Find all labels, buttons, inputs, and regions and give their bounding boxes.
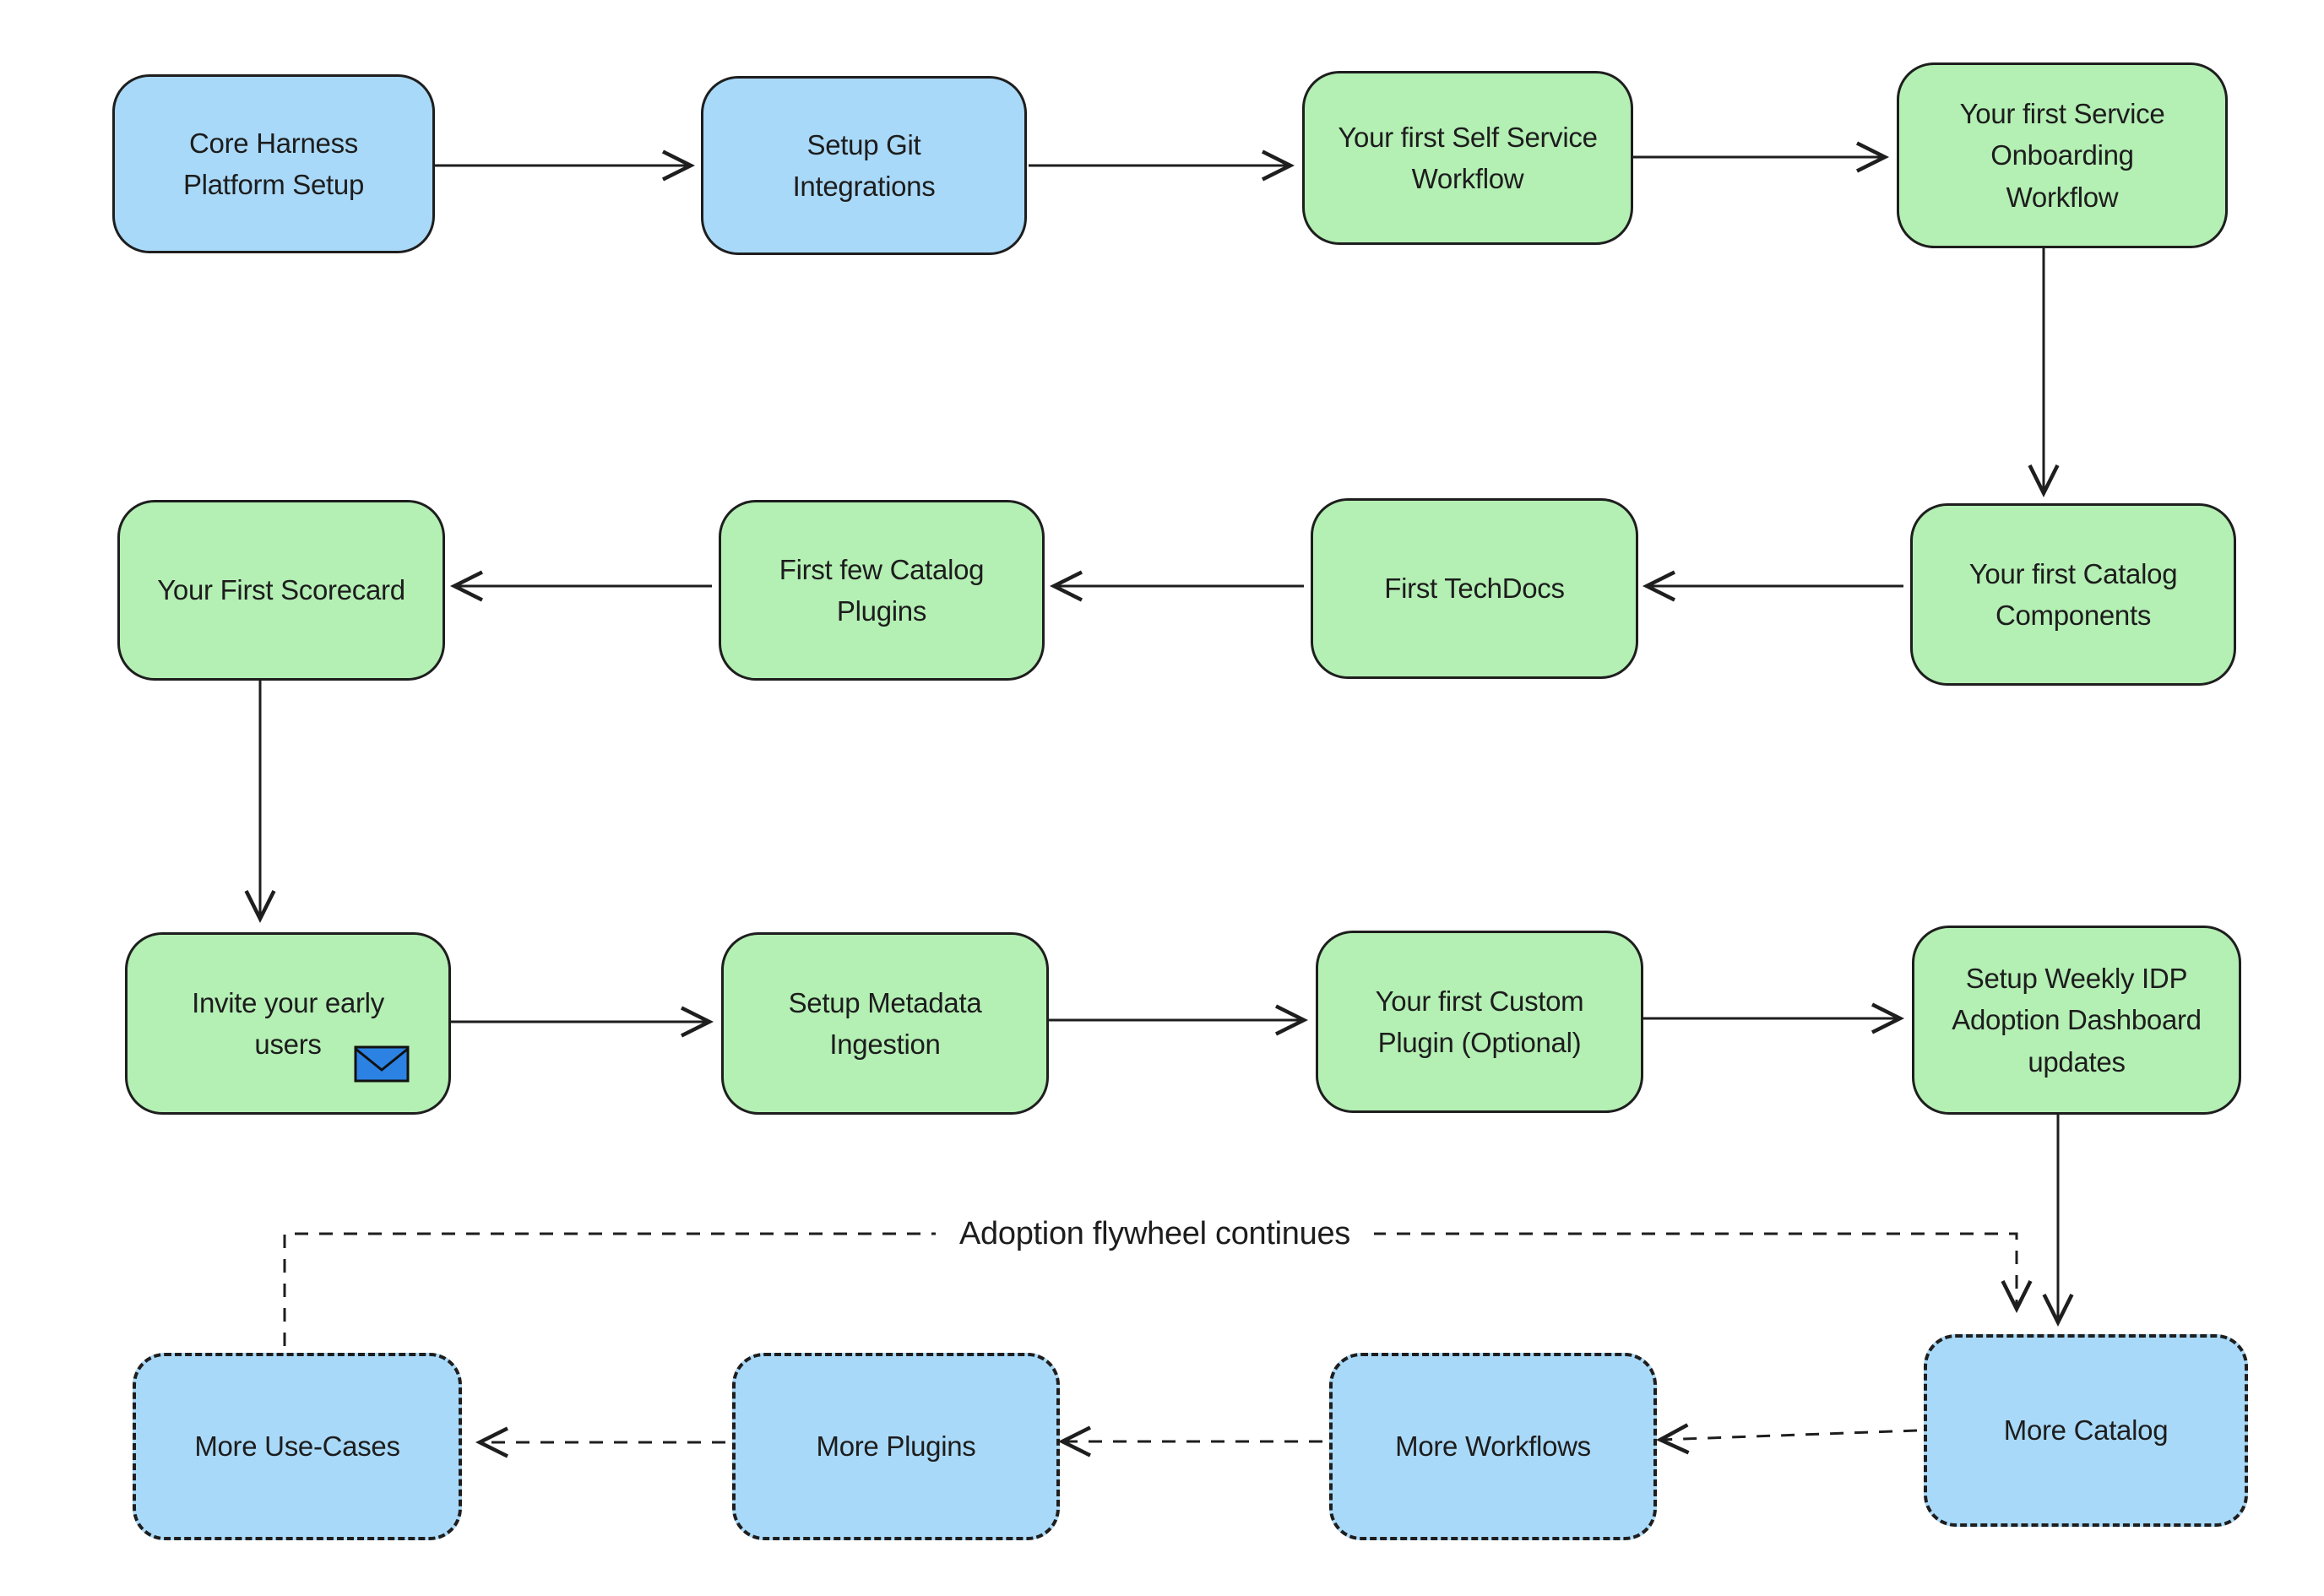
node-more-plugins: More Plugins (732, 1353, 1060, 1540)
node-setup-git-integrations: Setup Git Integrations (701, 76, 1027, 255)
node-label: Core Harness Platform Setup (182, 127, 365, 201)
node-first-self-service-workflow: Your first Self Service Workflow (1302, 71, 1633, 245)
node-label: More Catalog (2003, 1414, 2169, 1447)
flywheel-label: Adoption flywheel continues (936, 1209, 1374, 1258)
node-label: Your first Catalog Components (1968, 557, 2178, 632)
node-more-workflows: More Workflows (1329, 1353, 1657, 1540)
envelope-icon (354, 1045, 410, 1083)
node-more-catalog: More Catalog (1924, 1334, 2248, 1527)
node-label: Your first Service Onboarding Workflow (1959, 97, 2165, 213)
node-weekly-idp-adoption-dashboard: Setup Weekly IDP Adoption Dashboard upda… (1912, 926, 2241, 1115)
node-label: More Workflows (1395, 1430, 1591, 1463)
node-setup-metadata-ingestion: Setup Metadata Ingestion (721, 932, 1049, 1115)
node-label: Your first Custom Plugin (Optional) (1375, 985, 1584, 1059)
node-label: Setup Weekly IDP Adoption Dashboard upda… (1952, 962, 2202, 1078)
node-label: Your first Self Service Workflow (1338, 121, 1598, 195)
node-invite-your-early-users: Invite your early users (125, 932, 451, 1115)
node-core-harness-platform-setup: Core Harness Platform Setup (112, 74, 435, 253)
node-your-first-scorecard: Your First Scorecard (117, 500, 445, 681)
node-label: Your First Scorecard (157, 574, 405, 606)
node-label: More Plugins (816, 1430, 976, 1463)
node-first-catalog-components: Your first Catalog Components (1910, 503, 2236, 686)
node-more-use-cases: More Use-Cases (133, 1353, 462, 1540)
arrow-flywheel-loop (283, 1232, 2033, 1346)
node-label: More Use-Cases (194, 1430, 400, 1463)
node-first-service-onboarding-workflow: Your first Service Onboarding Workflow (1897, 62, 2228, 248)
node-first-few-catalog-plugins: First few Catalog Plugins (719, 500, 1045, 681)
arrow-morecatalog-to-moreworkflows (1655, 1423, 1918, 1455)
node-label: Setup Metadata Ingestion (788, 986, 982, 1061)
node-label: First few Catalog Plugins (779, 553, 985, 627)
node-label: Setup Git Integrations (792, 128, 936, 203)
node-first-techdocs: First TechDocs (1311, 498, 1638, 679)
node-first-custom-plugin: Your first Custom Plugin (Optional) (1316, 931, 1643, 1113)
node-label: Invite your early users (192, 986, 384, 1061)
node-label: First TechDocs (1384, 573, 1565, 605)
